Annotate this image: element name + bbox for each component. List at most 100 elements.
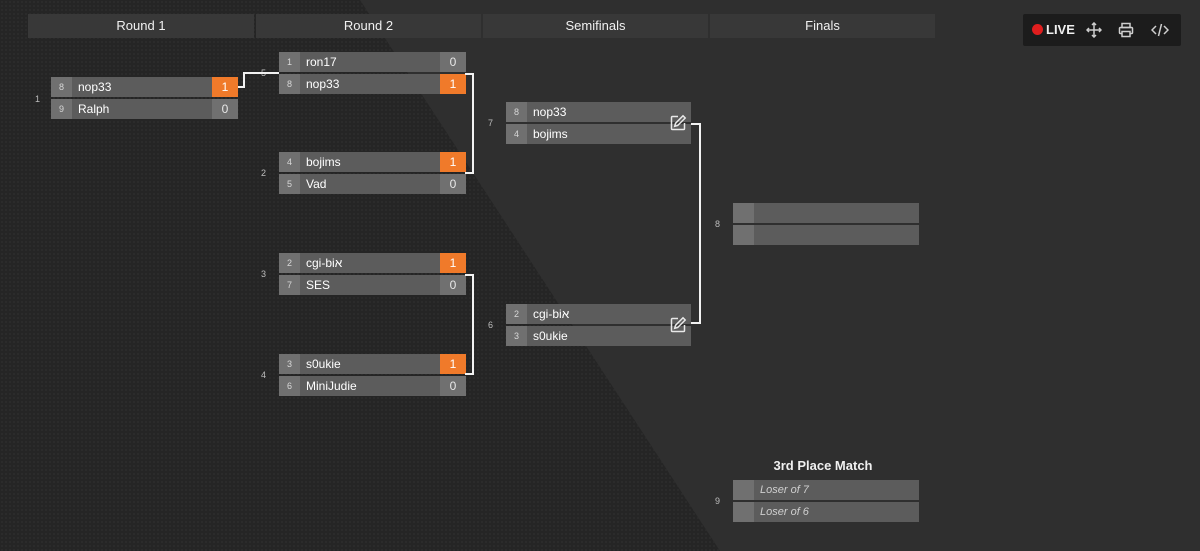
connector-line — [465, 172, 474, 174]
match-number: 4 — [261, 370, 267, 380]
move-icon[interactable] — [1085, 21, 1103, 39]
match-slot-top[interactable] — [733, 203, 919, 223]
connector-line — [465, 274, 474, 276]
match-slot-top[interactable]: 8 nop33 1 — [51, 77, 238, 97]
match-2[interactable]: 4 bojims 1 5 Vad 0 — [279, 152, 466, 194]
placeholder-name: Loser of 6 — [760, 506, 809, 518]
match-slot-top[interactable]: 8 nop33 — [506, 102, 691, 122]
connector-line — [691, 322, 701, 324]
match-9[interactable]: Loser of 7 Loser of 6 — [733, 480, 919, 522]
print-icon[interactable] — [1118, 22, 1134, 38]
third-place-title: 3rd Place Match — [773, 458, 873, 473]
score: 0 — [440, 52, 466, 72]
player-name: nop33 — [533, 105, 567, 119]
match-3[interactable]: 2 cgi-biא 1 7 SES 0 — [279, 253, 466, 295]
score: 0 — [440, 174, 466, 194]
match-slot-bottom[interactable]: 5 Vad 0 — [279, 174, 466, 194]
seed — [733, 203, 754, 223]
round-header-semifinals: Semifinals — [483, 14, 708, 38]
player-name: s0ukie — [533, 329, 568, 343]
score: 1 — [440, 152, 466, 172]
player-name: SES — [306, 278, 331, 292]
match-7[interactable]: 8 nop33 4 bojims — [506, 102, 691, 144]
connector-line — [465, 373, 474, 375]
seed: 8 — [506, 102, 527, 122]
match-slot-bottom[interactable]: 8 nop33 1 — [279, 74, 466, 94]
match-number: 2 — [261, 168, 267, 178]
match-slot-bottom[interactable]: 9 Ralph 0 — [51, 99, 238, 119]
live-toggle[interactable]: LIVE — [1023, 14, 1083, 46]
match-slot-bottom[interactable]: 4 bojims — [506, 124, 691, 144]
connector-line — [472, 274, 474, 375]
match-slot-top[interactable]: 4 bojims 1 — [279, 152, 466, 172]
score: 1 — [440, 354, 466, 374]
seed: 8 — [51, 77, 72, 97]
connector-line — [691, 123, 701, 125]
match-slot-bottom[interactable]: 7 SES 0 — [279, 275, 466, 295]
match-slot-top[interactable]: 2 cgi-biא — [506, 304, 691, 324]
toolbar: LIVE — [1023, 14, 1181, 46]
seed — [733, 225, 754, 245]
seed — [733, 480, 754, 500]
seed — [733, 502, 754, 522]
seed: 8 — [279, 74, 300, 94]
match-4[interactable]: 3 s0ukie 1 6 MiniJudie 0 — [279, 354, 466, 396]
match-8[interactable] — [733, 203, 919, 245]
player-name: nop33 — [306, 77, 340, 91]
player-name: bojims — [306, 155, 341, 169]
seed: 4 — [279, 152, 300, 172]
connector-line — [472, 73, 474, 174]
edit-score-icon[interactable] — [669, 316, 687, 334]
player-name: s0ukie — [306, 357, 341, 371]
connector-line — [243, 72, 245, 88]
seed: 5 — [279, 174, 300, 194]
round-header-finals: Finals — [710, 14, 935, 38]
connector-line — [699, 123, 701, 324]
match-slot-top[interactable]: Loser of 7 — [733, 480, 919, 500]
round-header-1: Round 1 — [28, 14, 254, 38]
player-name: MiniJudie — [306, 379, 357, 393]
match-slot-bottom[interactable]: 3 s0ukie — [506, 326, 691, 346]
live-label: LIVE — [1046, 22, 1075, 37]
match-number: 6 — [488, 320, 494, 330]
match-slot-top[interactable]: 3 s0ukie 1 — [279, 354, 466, 374]
match-slot-bottom[interactable]: 6 MiniJudie 0 — [279, 376, 466, 396]
seed: 6 — [279, 376, 300, 396]
player-name: Vad — [306, 177, 327, 191]
score: 1 — [440, 74, 466, 94]
player-name: bojims — [533, 127, 568, 141]
match-number: 1 — [35, 94, 41, 104]
round-header-2: Round 2 — [256, 14, 481, 38]
seed: 1 — [279, 52, 300, 72]
seed: 2 — [279, 253, 300, 273]
match-5[interactable]: 1 ron17 0 8 nop33 1 — [279, 52, 466, 94]
match-6[interactable]: 2 cgi-biא 3 s0ukie — [506, 304, 691, 346]
player-name: cgi-biא — [533, 307, 570, 321]
player-name: cgi-biא — [306, 256, 343, 270]
match-number: 3 — [261, 269, 267, 279]
score: 0 — [440, 376, 466, 396]
seed: 7 — [279, 275, 300, 295]
score: 1 — [440, 253, 466, 273]
match-number: 7 — [488, 118, 494, 128]
score: 1 — [212, 77, 238, 97]
edit-score-icon[interactable] — [669, 114, 687, 132]
placeholder-name: Loser of 7 — [760, 484, 809, 496]
connector-line — [465, 73, 474, 75]
match-slot-bottom[interactable]: Loser of 6 — [733, 502, 919, 522]
match-slot-bottom[interactable] — [733, 225, 919, 245]
score: 0 — [440, 275, 466, 295]
code-icon[interactable] — [1150, 22, 1170, 38]
match-slot-top[interactable]: 1 ron17 0 — [279, 52, 466, 72]
connector-line — [238, 86, 245, 88]
match-slot-top[interactable]: 2 cgi-biא 1 — [279, 253, 466, 273]
seed: 4 — [506, 124, 527, 144]
seed: 3 — [279, 354, 300, 374]
seed: 2 — [506, 304, 527, 324]
connector-line — [243, 72, 279, 74]
live-dot-icon — [1032, 24, 1043, 35]
player-name: nop33 — [78, 80, 112, 94]
player-name: Ralph — [78, 102, 110, 116]
match-1[interactable]: 8 nop33 1 9 Ralph 0 — [51, 77, 238, 119]
match-number: 9 — [715, 496, 721, 506]
